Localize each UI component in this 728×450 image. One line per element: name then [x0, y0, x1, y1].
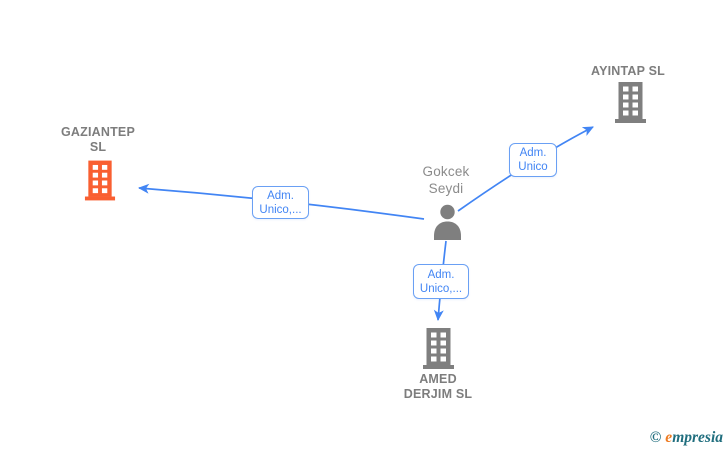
edge-label-line: Adm. [267, 189, 294, 202]
edge-label-line: Adm. [427, 268, 455, 281]
edge-label-amed[interactable]: Adm. Unico,... [413, 264, 469, 299]
building-icon [84, 160, 116, 201]
node-label-gaziantep: GAZIANTEP SL [28, 125, 168, 155]
edge-label-line: Unico [518, 161, 548, 173]
node-label-amed: AMED DERJIM SL [368, 372, 508, 402]
node-label-line: SL [89, 140, 107, 154]
edge-label-gaziantep[interactable]: Adm. Unico,... [252, 186, 309, 219]
node-label-person: Gokcek Seydi [376, 163, 516, 197]
edge-label-ayintap[interactable]: Adm. Unico [509, 143, 557, 177]
copyright-symbol: © [649, 429, 662, 446]
building-icon [615, 82, 646, 123]
edge-label-line: Adm. [519, 147, 547, 159]
node-label-line: DERJIM SL [403, 387, 473, 401]
edge-label-line: Unico,... [419, 282, 463, 295]
building-icon [423, 328, 454, 369]
node-label-line: AMED [419, 372, 457, 386]
node-label-line: GAZIANTEP [60, 125, 136, 139]
logo-initial: e [665, 429, 673, 446]
edge-label-line: Unico,... [259, 203, 302, 216]
node-ayintap[interactable] [613, 82, 648, 128]
node-label-line: AYINTAP SL [590, 64, 665, 78]
node-person[interactable] [430, 202, 465, 245]
person-icon [434, 204, 461, 240]
empresia-logo[interactable]: ©empresia [650, 429, 723, 447]
node-gaziantep[interactable] [83, 160, 117, 206]
node-label-ayintap: AYINTAP SL [558, 64, 698, 79]
node-label-line: Gokcek [422, 164, 470, 179]
node-amed[interactable] [421, 328, 456, 374]
node-label-line: Seydi [428, 181, 464, 196]
logo-text: mpresia [672, 429, 723, 446]
